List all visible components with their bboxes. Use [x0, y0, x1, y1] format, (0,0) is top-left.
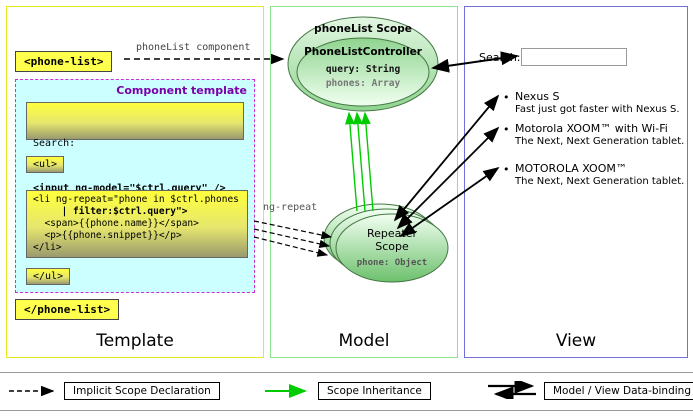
legend-top-divider: [0, 372, 693, 373]
li-code-line5: </li>: [33, 242, 62, 253]
list-item-bullet: •: [503, 123, 510, 136]
implicit-scope-arrow-sample: [9, 385, 55, 397]
phone-item-name[interactable]: Motorola XOOM™ with Wi-Fi: [515, 122, 668, 135]
phone-list-close-tag: </phone-list>: [15, 299, 120, 320]
li-code-line1: <li ng-repeat="phone in $ctrl.phones: [33, 194, 239, 205]
legend-bottom-divider: [0, 410, 693, 411]
component-template-box: Component template Search: <input ng-mod…: [15, 79, 255, 293]
legend-scope-inheritance-label: Scope Inheritance: [318, 382, 431, 400]
legend-databinding-label: Model / View Data-binding: [544, 382, 693, 400]
input-ng-model-code: <input ng-model="$ctrl.query" />: [33, 183, 226, 194]
view-search-input[interactable]: [521, 48, 627, 66]
list-item-bullet: •: [503, 91, 510, 104]
search-code-box: Search: <input ng-model="$ctrl.query" />: [26, 102, 244, 194]
li-code-line4: <p>{{phone.snippet}}</p>: [33, 230, 182, 241]
phone-list-open-tag: <phone-list>: [15, 51, 113, 72]
phone-item-snippet: The Next, Next Generation tablet.: [515, 136, 685, 147]
phone-item-snippet: Fast just got faster with Nexus S.: [515, 104, 680, 115]
li-repeat-code-box: <li ng-repeat="phone in $ctrl.phones | f…: [26, 190, 248, 258]
model-panel: Model: [270, 6, 458, 358]
view-search-label: Search:: [479, 51, 521, 64]
ul-close-box: </ul>: [26, 268, 71, 285]
model-panel-label: Model: [338, 331, 390, 351]
databinding-arrow-sample: [488, 381, 536, 399]
search-code-label: Search:: [33, 138, 76, 149]
list-item-bullet: •: [503, 163, 510, 176]
view-panel-label: View: [555, 331, 597, 351]
phone-item-snippet: The Next, Next Generation tablet.: [515, 176, 685, 187]
phone-item-name[interactable]: MOTOROLA XOOM™: [515, 162, 627, 175]
li-code-line2: | filter:$ctrl.query">: [33, 206, 188, 217]
component-template-title: Component template: [116, 84, 247, 97]
phone-item-name[interactable]: Nexus S: [515, 90, 560, 103]
view-panel: Search: • Nexus S Fast just got faster w…: [464, 6, 688, 358]
scope-inheritance-arrow-sample: [265, 384, 307, 398]
template-panel-label: Template: [96, 331, 174, 351]
li-code-line3: <span>{{phone.name}}</span>: [33, 218, 199, 229]
ul-open-box: <ul>: [26, 156, 65, 173]
template-panel: <phone-list> Component template Search: …: [6, 6, 264, 358]
legend-implicit-scope-label: Implicit Scope Declaration: [64, 382, 220, 400]
